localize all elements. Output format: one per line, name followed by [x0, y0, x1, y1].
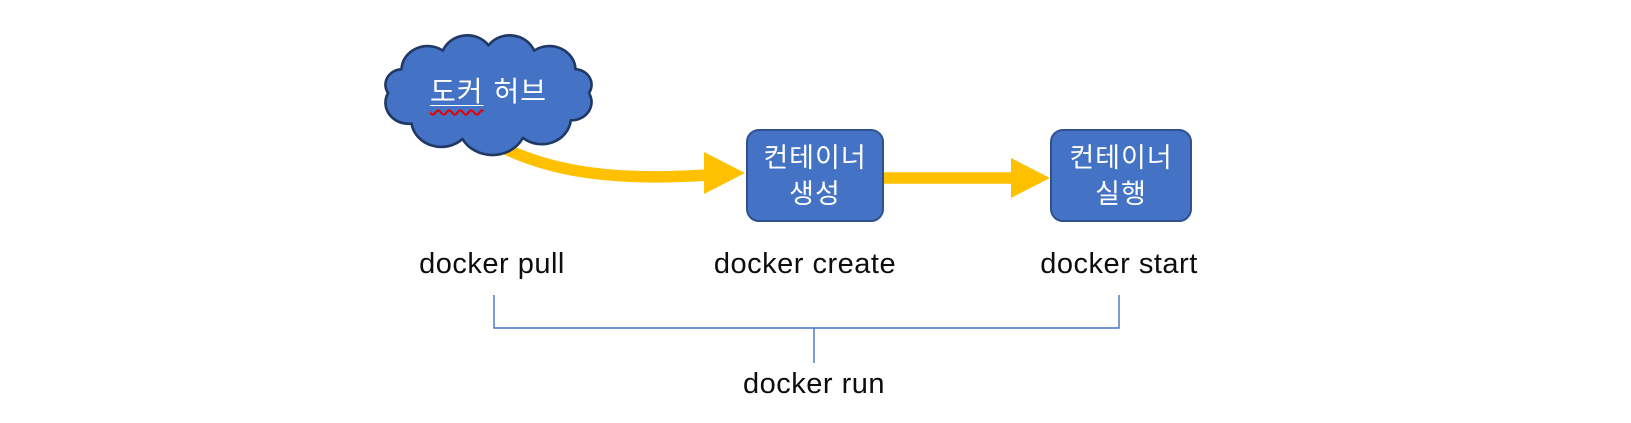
cloud-label-docker-hub: 도커 허브 [378, 36, 599, 144]
cloud-icon [385, 35, 591, 155]
node-container-create: 컨테이너 생성 [746, 129, 884, 222]
straight-arrow-start-head-icon [1011, 158, 1050, 198]
command-label-docker-pull: docker pull [419, 248, 565, 280]
cloud-shape [385, 35, 591, 155]
command-label-docker-create: docker create [713, 248, 897, 280]
command-label-docker-start: docker start [1040, 248, 1198, 280]
cloud-label-word-hub: 허브 [493, 76, 548, 107]
node-container-start-label: 컨테이너 실행 [1069, 142, 1173, 209]
node-container-start: 컨테이너 실행 [1050, 129, 1192, 222]
docker-run-bracket [493, 295, 1120, 363]
cloud-label-word-docker-text: 도커 [429, 76, 484, 107]
curved-arrow-pull-head-icon [704, 152, 745, 194]
command-label-docker-run: docker run [742, 368, 885, 400]
node-container-create-label: 컨테이너 생성 [763, 142, 867, 209]
cloud-label-word-docker: 도커 [430, 70, 484, 110]
